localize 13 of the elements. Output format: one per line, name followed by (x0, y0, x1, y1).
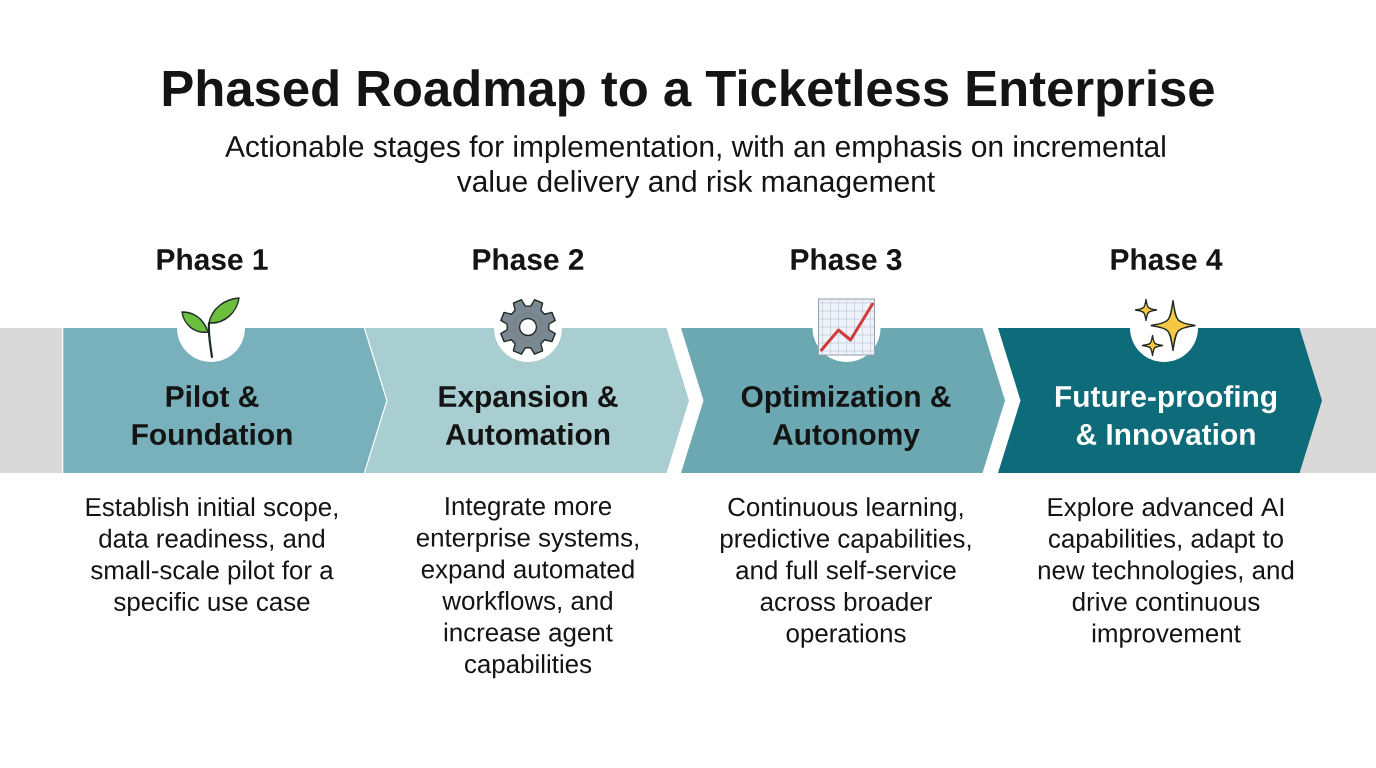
title: Phased Roadmap to a Ticketless Enterprise (163, 69, 1214, 117)
subtitle: Actionable stages for implementation, with an emphasis on incremental value delivery and risk management (225, 135, 1165, 198)
phase-label: Phase 4 (1111, 248, 1223, 271)
phase-label: Phase 2 (473, 248, 584, 271)
process-step: Optimization & Autonomy (681, 328, 1005, 473)
description: Integrate more enterprise systems, expand automated workflows, and increase agent capabilities (416, 497, 638, 679)
description: Establish initial scope, data readiness, and small-scale pilot for a specific use case (86, 497, 338, 617)
process-step: Pilot & Foundation (63, 328, 387, 473)
process-step: Future-proofing & Innovation (998, 328, 1322, 473)
phase-label: Phase 3 (791, 248, 902, 271)
description: Continuous learning, predictive capabilities, and full self-service across broader operations (721, 497, 971, 648)
phase-label: Phase 1 (157, 248, 268, 271)
description: Explore advanced AI capabilities, adapt to new technologies, and drive continuous improvement (1038, 497, 1294, 648)
